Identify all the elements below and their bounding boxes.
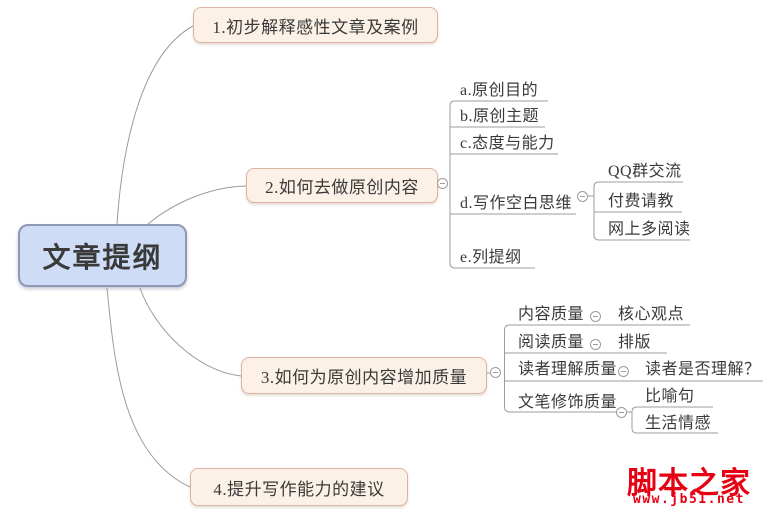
topic-reading-quality[interactable]: 阅读质量 — [518, 334, 585, 351]
watermark-site-name: 脚本之家 — [627, 467, 751, 500]
topic-read-online[interactable]: 网上多阅读 — [608, 221, 691, 238]
topic-d-writing-blank-thinking[interactable]: d.写作空白思维 — [460, 195, 573, 212]
topic-a-original-purpose[interactable]: a.原创目的 — [460, 82, 539, 99]
collapse-icon-reading-quality[interactable] — [590, 339, 601, 350]
collapse-icon-branch3[interactable] — [490, 367, 501, 378]
topic-life-emotion[interactable]: 生活情感 — [645, 415, 712, 432]
bracket-topicd-children — [593, 181, 690, 241]
collapse-icon-style-quality[interactable] — [616, 407, 627, 418]
curve-root-to-branch4 — [106, 287, 191, 488]
watermark-site-url: www.jb51.net — [633, 492, 745, 507]
topic-core-viewpoint[interactable]: 核心观点 — [618, 306, 685, 323]
topic-c-attitude-ability[interactable]: c.态度与能力 — [460, 135, 555, 152]
topic-b-original-theme[interactable]: b.原创主题 — [460, 108, 540, 125]
topic-style-polish-quality[interactable]: 文笔修饰质量 — [518, 394, 618, 411]
collapse-icon-topic-d[interactable] — [577, 191, 588, 202]
branch-node-2[interactable]: 2.如何去做原创内容 — [246, 168, 438, 203]
topic-reader-comprehension-quality[interactable]: 读者理解质量 — [518, 361, 618, 378]
topic-e-outline[interactable]: e.列提纲 — [460, 249, 522, 266]
curve-root-to-branch3 — [139, 287, 242, 377]
collapse-icon-branch2[interactable] — [437, 178, 448, 189]
branch-node-3[interactable]: 3.如何为原创内容增加质量 — [241, 357, 487, 394]
curve-root-to-branch1 — [116, 25, 194, 225]
topic-qq-group[interactable]: QQ群交流 — [608, 163, 682, 180]
bracket-branch3-children — [504, 324, 690, 413]
topic-typesetting[interactable]: 排版 — [618, 334, 652, 351]
collapse-icon-comprehension-quality[interactable] — [618, 366, 629, 377]
collapse-icon-content-quality[interactable] — [590, 311, 601, 322]
bracket-row4-children — [631, 406, 718, 434]
bracket-branch2-children — [449, 100, 548, 269]
branch-node-4[interactable]: 4.提升写作能力的建议 — [190, 468, 408, 506]
topic-metaphor[interactable]: 比喻句 — [645, 388, 695, 405]
curve-root-to-branch2 — [147, 185, 247, 225]
branch-node-1[interactable]: 1.初步解释感性文章及案例 — [193, 7, 438, 43]
topic-content-quality[interactable]: 内容质量 — [518, 306, 585, 323]
topic-does-reader-understand[interactable]: 读者是否理解？ — [645, 361, 761, 378]
topic-paid-advice[interactable]: 付费请教 — [608, 193, 675, 210]
root-node[interactable]: 文章提纲 — [18, 224, 187, 287]
